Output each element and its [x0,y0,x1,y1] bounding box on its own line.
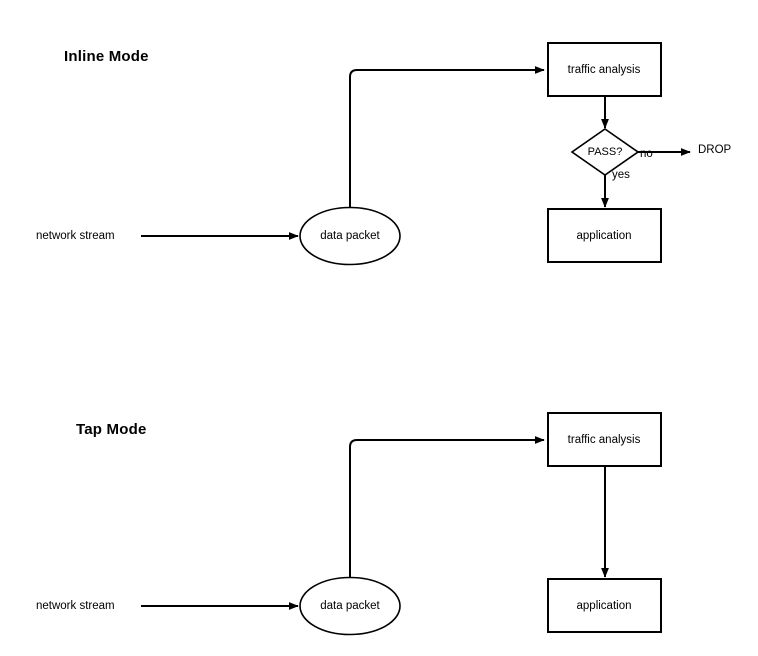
section-title-inline-mode: Inline Mode [64,48,149,65]
label-tap-traffic-analysis: traffic analysis [567,434,641,446]
edge-inline-packet-to-analysis [349,66,545,208]
node-inline-application[interactable] [547,208,662,263]
label-tap-data-packet: data packet [320,600,380,612]
label-inline-drop: DROP [698,144,732,156]
edge-label-inline-no: no [640,148,653,160]
edge-label-inline-yes: yes [612,169,630,181]
label-inline-application: application [576,230,632,242]
node-tap-traffic-analysis[interactable] [547,412,662,467]
section-title-tap-mode: Tap Mode [76,421,147,438]
label-tap-application: application [576,600,632,612]
label-inline-network-stream: network stream [36,230,115,242]
label-inline-pass-decision: PASS? [587,146,623,158]
node-tap-application[interactable] [547,578,662,633]
label-inline-traffic-analysis: traffic analysis [567,64,641,76]
node-inline-traffic-analysis[interactable] [547,42,662,97]
edge-tap-packet-to-analysis [349,436,545,578]
label-inline-data-packet: data packet [320,230,380,242]
label-tap-network-stream: network stream [36,600,115,612]
